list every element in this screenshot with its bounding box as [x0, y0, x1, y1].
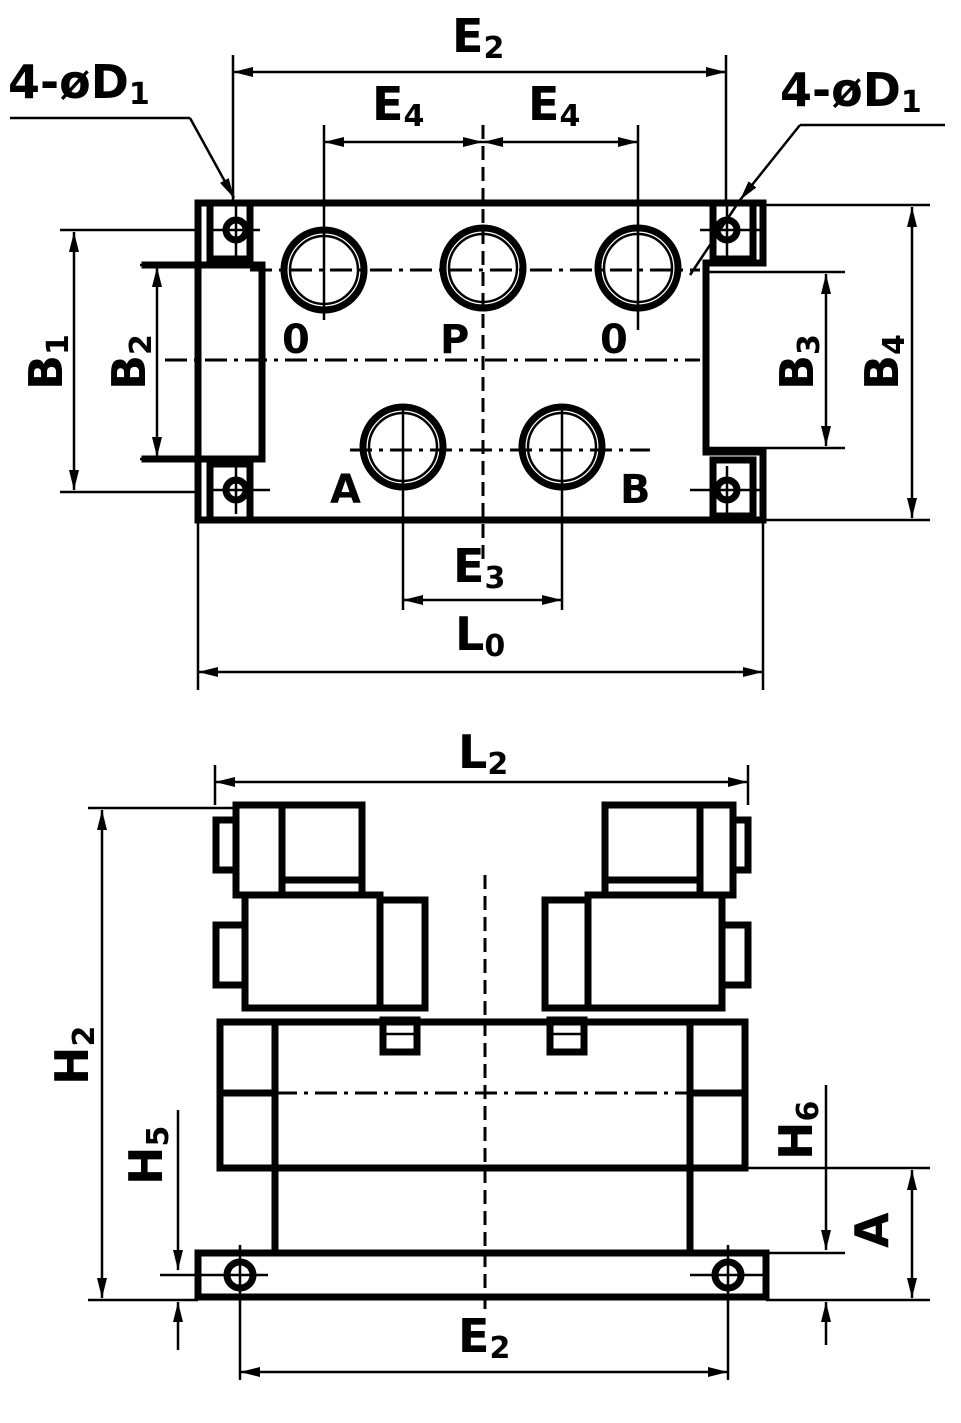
solenoid-right — [541, 801, 752, 1056]
port-a-label: A — [330, 467, 361, 513]
dim-b3-label: B3 — [770, 334, 827, 390]
port-o-right-icon — [594, 125, 682, 330]
port-p-icon — [439, 224, 527, 312]
dim-l0-label: L0 — [455, 607, 505, 664]
mount-hole-icon — [212, 466, 270, 514]
dim-a-label: A — [845, 1212, 899, 1248]
dim-e4-right-label: E4 — [528, 77, 580, 134]
port-b-icon — [518, 403, 606, 610]
dim-h5-label: H5 — [119, 1126, 176, 1185]
dim-e2-bottom-label: E2 — [458, 1309, 510, 1366]
dim-h2-label: H2 — [45, 1026, 102, 1085]
dim-d1-left-label: 4-øD1 — [8, 55, 150, 112]
dim-b1-label: B1 — [19, 334, 76, 390]
dim-d1-right-label: 4-øD1 — [780, 63, 922, 120]
base-hole-right-icon — [690, 1245, 765, 1380]
port-b-label: B — [620, 467, 651, 513]
port-a-icon — [359, 403, 447, 610]
base-plate — [194, 1249, 770, 1301]
dim-b4-label: B4 — [855, 334, 912, 390]
top-view: E2 E4 E4 4-øD1 4-øD1 E3 L0 B1 B2 B3 B4 0… — [8, 9, 945, 690]
base-hole-left-icon — [160, 1245, 268, 1380]
dim-e4-left-label: E4 — [372, 77, 424, 134]
port-o-right-label: 0 — [600, 317, 628, 363]
dim-e2-top-label: E2 — [452, 9, 504, 66]
dim-b2-label: B2 — [102, 334, 159, 390]
dim-e3-label: E3 — [453, 539, 505, 596]
port-p-label: P — [440, 317, 469, 363]
dim-h6-label: H6 — [769, 1101, 826, 1160]
front-view: L2 E2 H2 H5 H6 A — [45, 725, 930, 1380]
port-o-left-label: 0 — [282, 317, 310, 363]
dim-l2-label: L2 — [458, 725, 508, 782]
solenoid-left — [212, 801, 429, 1056]
valve-body — [216, 1018, 749, 1172]
mount-hole-icon — [690, 466, 765, 514]
port-o-left-icon — [280, 125, 368, 320]
mount-hole-icon — [212, 206, 260, 256]
